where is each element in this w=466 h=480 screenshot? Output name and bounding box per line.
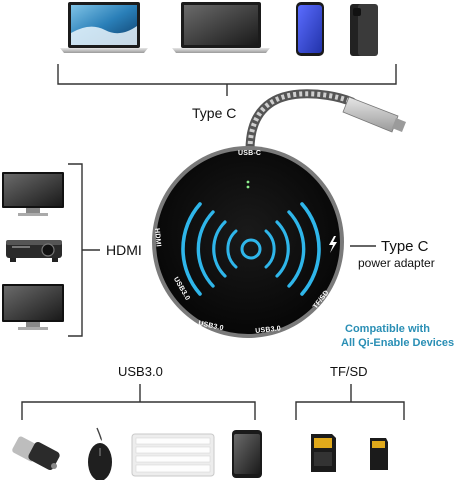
smartphone-icon <box>296 2 324 56</box>
compatibility-line-1: Compatible with <box>345 323 430 335</box>
port-usb-c-label: USB-C <box>238 150 262 157</box>
phone-case-icon <box>350 4 378 56</box>
usb30-label: USB3.0 <box>118 364 163 379</box>
mouse-icon <box>88 427 112 480</box>
compatibility-line-2: All Qi-Enable Devices <box>341 337 455 349</box>
type-c-cable <box>245 89 406 155</box>
keyboard-icon <box>131 433 215 477</box>
port-hdmi-label: HDMI <box>153 228 162 248</box>
wireless-charging-icon <box>181 202 321 296</box>
monitor-2-icon <box>2 284 64 330</box>
hdmi-label: HDMI <box>106 242 142 258</box>
hdmi-bracket <box>68 163 100 337</box>
monitor-1-icon <box>2 172 64 216</box>
micro-sd-card-icon <box>370 438 388 470</box>
type-c-right-label: Type C <box>381 238 429 255</box>
phone-icon <box>232 430 262 478</box>
laptop-1-icon <box>60 2 148 53</box>
projector-icon <box>6 240 62 262</box>
power-adapter-label: power adapter <box>358 256 435 270</box>
top-bracket <box>57 64 397 96</box>
tfsd-bracket <box>295 384 405 420</box>
laptop-2-icon <box>172 2 270 53</box>
sd-card-icon <box>311 434 336 472</box>
tfsd-label: TF/SD <box>330 364 368 379</box>
type-c-top-label: Type C <box>192 105 237 121</box>
usb-flash-drive-icon <box>12 436 60 470</box>
usb-bracket <box>21 384 256 420</box>
